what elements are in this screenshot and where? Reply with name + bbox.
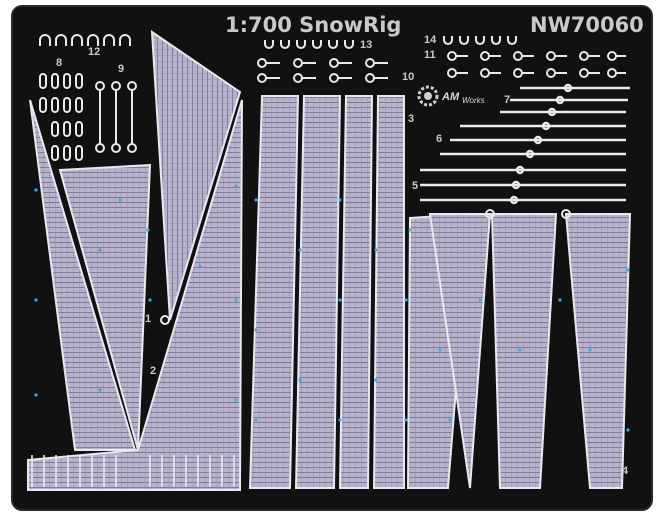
part-group-7 <box>500 83 630 117</box>
part-label-7: 7 <box>504 94 510 106</box>
part-label-3: 3 <box>408 113 414 125</box>
attachment-points <box>34 184 630 432</box>
part-group-11 <box>447 51 626 78</box>
part-label-2: 2 <box>150 365 156 377</box>
part-label-4: 4 <box>622 465 629 477</box>
part-label-5: 5 <box>412 180 418 192</box>
part-group-9 <box>95 81 137 153</box>
bottom-attachment-tabs <box>31 455 235 487</box>
brand-main: AM <box>441 91 460 103</box>
part-label-11: 11 <box>424 49 436 61</box>
brand-logo: AM Works <box>417 85 485 107</box>
gear-icon <box>417 85 439 107</box>
part-label-13: 13 <box>360 39 372 51</box>
sheet-title: 1:700 SnowRig <box>225 13 401 37</box>
part-group-10 <box>257 58 388 83</box>
brand-sub: Works <box>462 96 485 105</box>
part-label-12: 12 <box>88 46 100 58</box>
part-label-6: 6 <box>436 133 442 145</box>
part-group-6 <box>440 121 626 159</box>
part-label-8: 8 <box>56 57 62 69</box>
part-group-13 <box>264 40 354 49</box>
net-part-3 <box>248 95 405 489</box>
net-part-1 <box>29 30 242 451</box>
part-label-10: 10 <box>402 71 414 83</box>
part-group-14 <box>443 36 517 45</box>
part-label-9: 9 <box>118 63 124 75</box>
part-group-12 <box>39 34 131 46</box>
product-code: NW70060 <box>530 13 644 37</box>
net-part-2 <box>27 99 243 491</box>
part-group-5 <box>420 165 626 205</box>
part-group-8 <box>39 73 83 161</box>
part-label-1: 1 <box>145 313 151 325</box>
part-label-14: 14 <box>424 34 437 46</box>
